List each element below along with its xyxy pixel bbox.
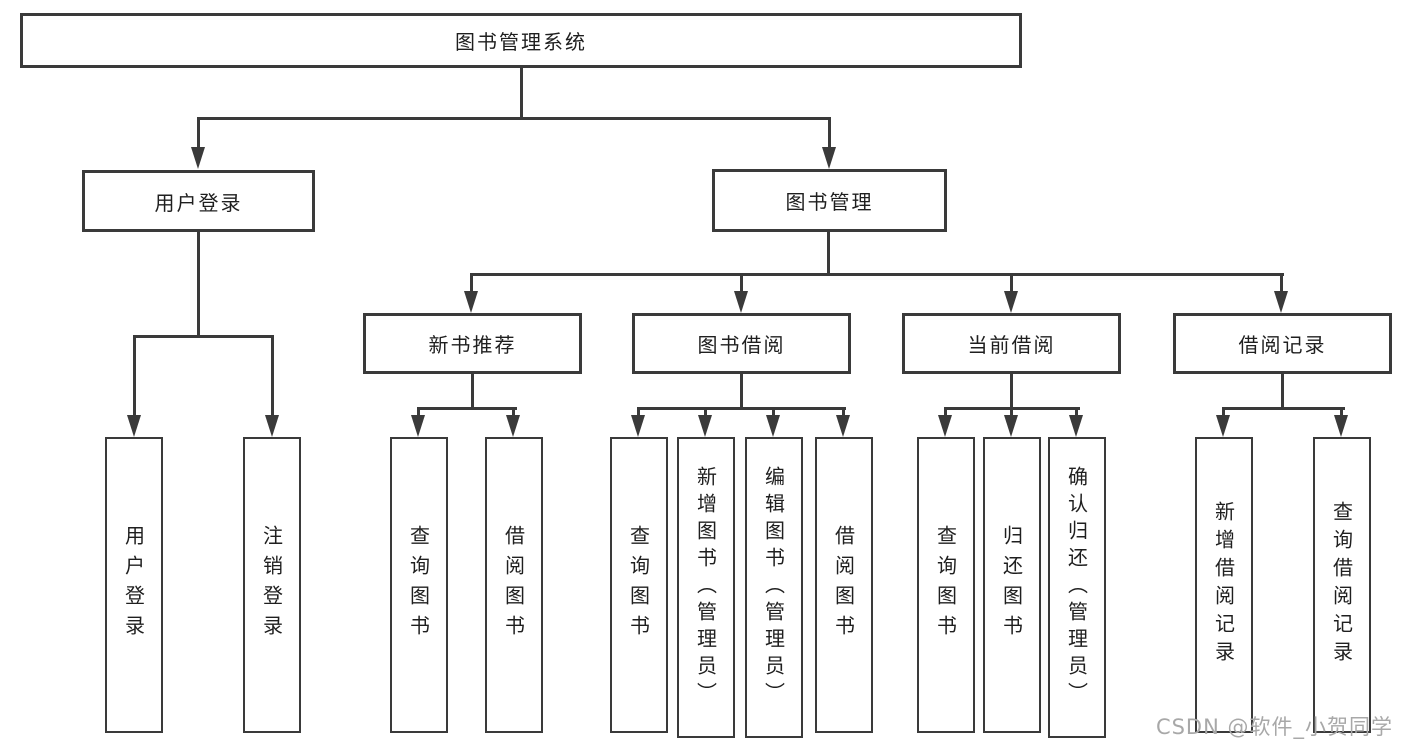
connector-book-management-stub	[827, 232, 830, 273]
leaf-add-book-admin: 新增图书（管理员）	[677, 437, 735, 738]
connector-root-stub	[520, 68, 523, 117]
connector-new-book-recommend-branch	[417, 407, 517, 410]
leaf-confirm-return-admin-label: 确认归还（管理员）	[1064, 466, 1089, 709]
arrow-down-icon	[1004, 415, 1018, 437]
arrow-to-add-borrow-record	[1216, 407, 1231, 437]
leaf-edit-book-admin: 编辑图书（管理员）	[745, 437, 803, 738]
leaf-query-book-borrowing: 查询图书	[610, 437, 668, 733]
leaf-user-login-label: 用户登录	[121, 525, 146, 645]
connector-book-borrowing-branch	[637, 407, 846, 410]
node-book-management: 图书管理	[712, 169, 947, 232]
arrow-to-add-book-admin	[698, 407, 713, 437]
leaf-add-book-admin-label: 新增图书（管理员）	[693, 466, 718, 709]
leaf-add-borrow-record-label: 新增借阅记录	[1211, 501, 1236, 669]
arrow-to-book-management	[822, 117, 837, 169]
leaf-query-borrow-record: 查询借阅记录	[1313, 437, 1371, 733]
arrow-down-icon	[464, 291, 478, 313]
arrow-to-user-login	[191, 117, 206, 169]
arrow-to-current-borrowing	[1004, 273, 1019, 313]
arrow-down-icon	[411, 415, 425, 437]
arrow-down-icon	[836, 415, 850, 437]
arrow-to-book-borrowing	[734, 273, 749, 313]
connector-level2-branch	[197, 117, 831, 120]
arrow-to-confirm-return-admin	[1069, 407, 1084, 437]
arrow-to-leaf-logout	[265, 335, 280, 437]
arrow-down-icon	[734, 291, 748, 313]
arrow-to-return-book	[1004, 407, 1019, 437]
leaf-query-book-borrowing-label: 查询图书	[626, 525, 651, 645]
arrow-down-icon	[191, 147, 205, 169]
leaf-borrow-book-borrowing: 借阅图书	[815, 437, 873, 733]
leaf-borrow-book-borrowing-label: 借阅图书	[831, 525, 856, 645]
leaf-edit-book-admin-label: 编辑图书（管理员）	[761, 466, 786, 709]
connector-user-login-branch	[133, 335, 274, 338]
leaf-query-book-current: 查询图书	[917, 437, 975, 733]
leaf-add-borrow-record: 新增借阅记录	[1195, 437, 1253, 733]
leaf-query-book-recommend-label: 查询图书	[406, 525, 431, 645]
leaf-query-borrow-record-label: 查询借阅记录	[1329, 501, 1354, 669]
leaf-return-book-label: 归还图书	[999, 525, 1024, 645]
arrow-down-icon	[631, 415, 645, 437]
connector-level3-branch	[471, 273, 1284, 276]
node-borrowing-records: 借阅记录	[1173, 313, 1392, 374]
leaf-return-book: 归还图书	[983, 437, 1041, 733]
leaf-user-login: 用户登录	[105, 437, 163, 733]
leaf-borrow-book-recommend: 借阅图书	[485, 437, 543, 733]
arrow-down-icon	[506, 415, 520, 437]
connector-borrowing-records-stub	[1281, 374, 1284, 407]
arrow-to-borrowing-records	[1274, 273, 1289, 313]
arrow-down-icon	[822, 147, 836, 169]
arrow-to-edit-book-admin	[766, 407, 781, 437]
arrow-down-icon	[766, 415, 780, 437]
connector-new-book-recommend-stub	[471, 374, 474, 407]
connector-user-login-stub	[197, 232, 200, 335]
arrow-to-borrow-book-borrowing	[836, 407, 851, 437]
csdn-watermark: CSDN @软件_小贺同学	[1155, 715, 1393, 739]
leaf-borrow-book-recommend-label: 借阅图书	[501, 525, 526, 645]
arrow-down-icon	[1216, 415, 1230, 437]
node-new-book-recommend: 新书推荐	[363, 313, 582, 374]
arrow-down-icon	[1334, 415, 1348, 437]
connector-book-borrowing-stub	[740, 374, 743, 407]
arrow-to-query-book-recommend	[411, 407, 426, 437]
node-current-borrowing: 当前借阅	[902, 313, 1121, 374]
arrow-down-icon	[938, 415, 952, 437]
connector-current-borrowing-stub	[1010, 374, 1013, 407]
node-user-login: 用户登录	[82, 170, 315, 232]
node-root-library-system: 图书管理系统	[20, 13, 1022, 68]
arrow-down-icon	[265, 415, 279, 437]
arrow-to-query-book-current	[938, 407, 953, 437]
arrow-to-query-borrow-record	[1334, 407, 1349, 437]
arrow-to-leaf-user-login	[127, 335, 142, 437]
arrow-to-query-book-borrowing	[631, 407, 646, 437]
arrow-to-borrow-book-recommend	[506, 407, 521, 437]
arrow-down-icon	[1069, 415, 1083, 437]
node-book-borrowing: 图书借阅	[632, 313, 851, 374]
leaf-query-book-current-label: 查询图书	[933, 525, 958, 645]
leaf-confirm-return-admin: 确认归还（管理员）	[1048, 437, 1106, 738]
arrow-to-new-book-recommend	[464, 273, 479, 313]
arrow-down-icon	[127, 415, 141, 437]
leaf-logout-label: 注销登录	[259, 525, 284, 645]
leaf-query-book-recommend: 查询图书	[390, 437, 448, 733]
leaf-logout: 注销登录	[243, 437, 301, 733]
arrow-down-icon	[1274, 291, 1288, 313]
connector-borrowing-records-branch	[1222, 407, 1345, 410]
arrow-down-icon	[1004, 291, 1018, 313]
arrow-down-icon	[698, 415, 712, 437]
